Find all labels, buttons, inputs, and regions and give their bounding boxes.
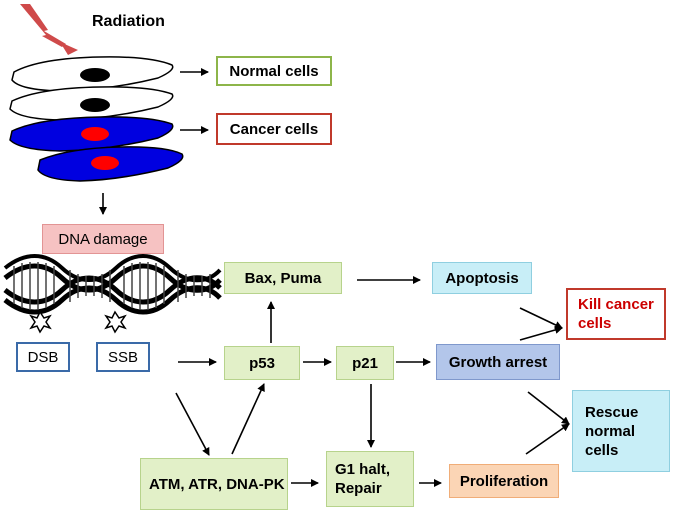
arrows bbox=[99, 68, 570, 487]
normal-cell bbox=[11, 56, 174, 92]
normal-cells-box: Normal cells bbox=[216, 56, 332, 86]
normal-cell bbox=[9, 86, 174, 121]
apoptosis-box: Apoptosis bbox=[432, 262, 532, 294]
radiation-lightning-icon bbox=[20, 4, 78, 55]
cancer-cells-box: Cancer cells bbox=[216, 113, 332, 145]
p21-box: p21 bbox=[336, 346, 394, 380]
rescue-normal-cells-box: Rescue normal cells bbox=[572, 390, 670, 472]
proliferation-box: Proliferation bbox=[449, 464, 559, 498]
radiation-label: Radiation bbox=[92, 13, 165, 30]
p53-box: p53 bbox=[224, 346, 300, 380]
ssb-box: SSB bbox=[96, 342, 150, 372]
dna-helix bbox=[3, 254, 222, 334]
atm-atr-dnapk-box: ATM, ATR, DNA-PK bbox=[140, 458, 288, 510]
cancer-cell bbox=[37, 146, 184, 182]
kill-cancer-cells-box: Kill cancer cells bbox=[566, 288, 666, 340]
dna-damage-box: DNA damage bbox=[42, 224, 164, 254]
g1-halt-repair-box: G1 halt, Repair bbox=[326, 451, 414, 507]
dsb-box: DSB bbox=[16, 342, 70, 372]
cancer-cell bbox=[9, 116, 174, 152]
growth-arrest-box: Growth arrest bbox=[436, 344, 560, 380]
bax-puma-box: Bax, Puma bbox=[224, 262, 342, 294]
